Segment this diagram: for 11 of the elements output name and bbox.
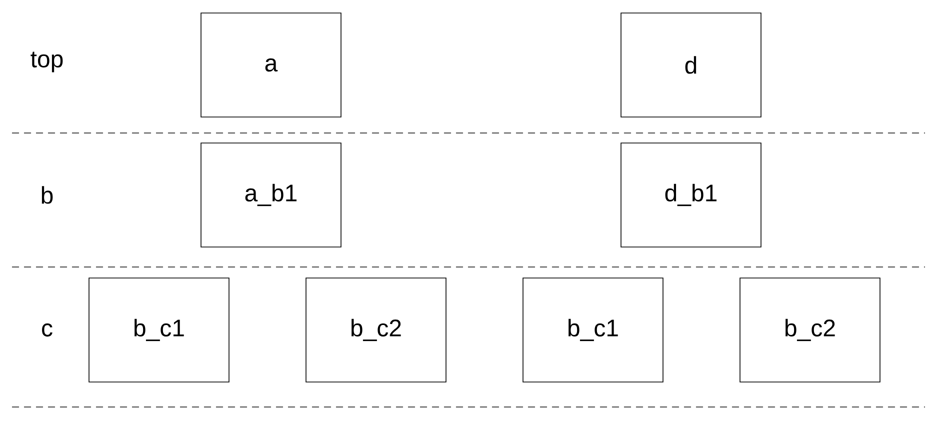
process-box: a xyxy=(200,12,342,118)
row-label: top xyxy=(30,52,63,72)
process-box: d_b1 xyxy=(620,142,762,248)
process-box: b_c1 xyxy=(522,278,664,382)
row-label: b xyxy=(42,186,53,204)
process-box: b_c2 xyxy=(740,278,880,382)
process-box: b_c1 xyxy=(88,278,230,382)
process-box: b_c2 xyxy=(306,278,446,382)
process-box: d xyxy=(620,12,762,118)
row-label: c xyxy=(42,323,52,337)
process-box: a_b1 xyxy=(200,142,342,248)
